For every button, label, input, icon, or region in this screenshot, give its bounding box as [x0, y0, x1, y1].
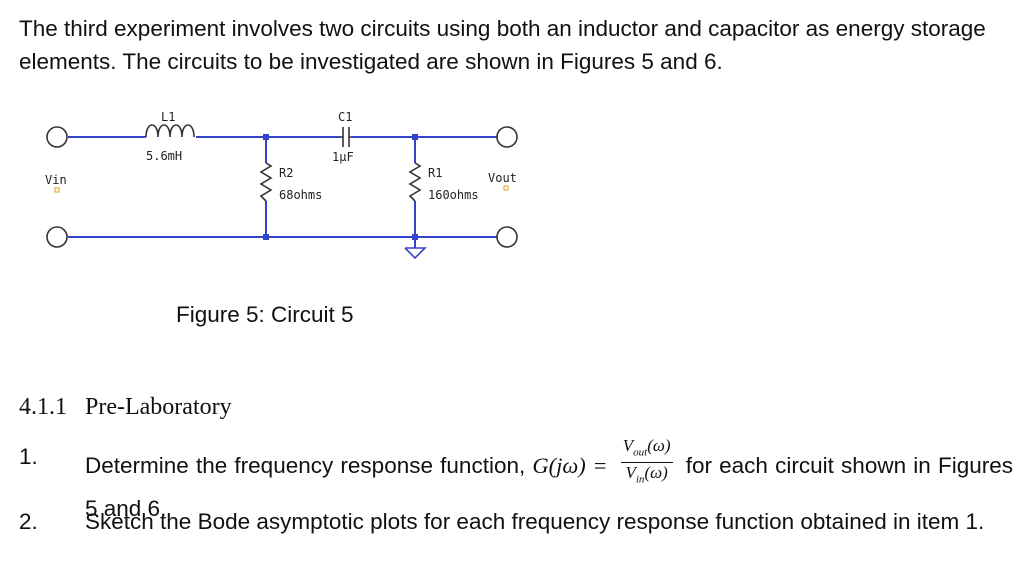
- terminal-vin-bottom: [46, 226, 68, 248]
- section-heading: 4.1.1 Pre-Laboratory: [19, 394, 232, 421]
- fraction-numerator: Vout(ω): [620, 437, 673, 464]
- ground-symbol: [404, 247, 427, 260]
- r2-value-label: 68ohms: [279, 188, 322, 202]
- list-item-number: 2.: [19, 509, 38, 534]
- transfer-function-lhs: G(jω) =: [532, 452, 608, 478]
- section-title: Pre-Laboratory: [85, 394, 232, 420]
- item-1-text-after: for each circuit shown in Figures 5 and …: [85, 452, 1013, 521]
- r1-value-label: 160ohms: [428, 188, 479, 202]
- fraction-denominator: Vin(ω): [625, 463, 668, 486]
- junction-dot: [263, 234, 269, 240]
- terminal-vout-top: [496, 126, 518, 148]
- vout-port-marker: [503, 185, 509, 191]
- terminal-vin-top: [46, 126, 68, 148]
- resistor-r2-symbol: [259, 162, 273, 202]
- list-item-number: 1.: [19, 444, 38, 469]
- list-item-text: Determine the frequency response functio…: [85, 437, 1013, 525]
- vin-port-marker: [54, 187, 60, 193]
- figure-caption: Figure 5: Circuit 5: [176, 302, 354, 327]
- r2-name-label: R2: [279, 166, 293, 180]
- item-1-text-before: Determine the frequency response functio…: [85, 452, 526, 478]
- junction-dot: [412, 134, 418, 140]
- terminal-vout-bottom: [496, 226, 518, 248]
- transfer-function-fraction: Vout(ω) Vin(ω): [620, 437, 673, 489]
- l1-name-label: L1: [161, 110, 175, 124]
- vout-label: Vout: [488, 171, 517, 185]
- vin-label: Vin: [45, 173, 67, 187]
- l1-value-label: 5.6mH: [146, 149, 182, 163]
- c1-value-label: 1µF: [332, 150, 354, 164]
- c1-name-label: C1: [338, 110, 352, 124]
- r1-name-label: R1: [428, 166, 442, 180]
- capacitor-c1-symbol: [340, 127, 352, 147]
- intro-paragraph: The third experiment involves two circui…: [19, 16, 986, 74]
- junction-dot: [412, 234, 418, 240]
- junction-dot: [263, 134, 269, 140]
- circuit-5-diagram: Vin Vout L1 5.6mH C1 1µF R2 68ohms R1 16…: [45, 110, 518, 260]
- list-item-text: Sketch the Bode asymptotic plots for eac…: [85, 509, 985, 534]
- inductor-l1-symbol: [145, 124, 195, 138]
- resistor-r1-symbol: [408, 162, 422, 202]
- section-number: 4.1.1: [19, 394, 67, 420]
